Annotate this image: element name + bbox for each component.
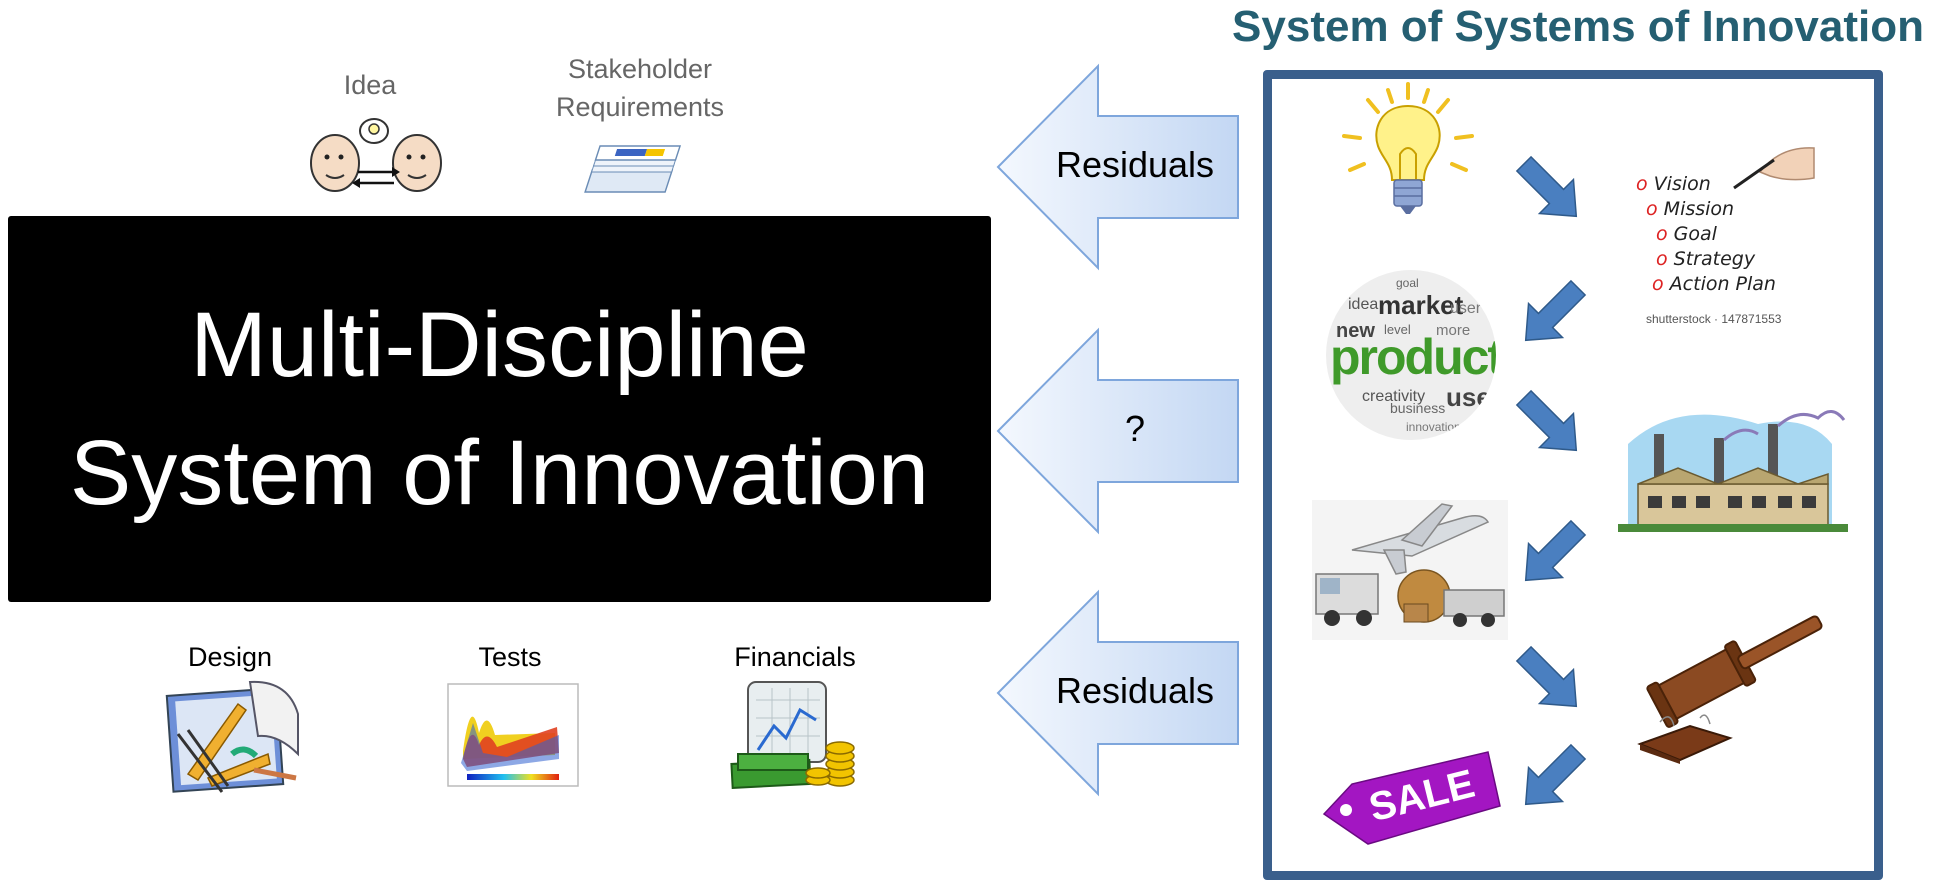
residuals-label-top: Residuals — [1055, 144, 1215, 185]
stock-credit: shutterstock · 147871553 — [1646, 312, 1782, 326]
cloud-word: use — [1446, 382, 1491, 412]
cloud-word: creativity — [1362, 388, 1426, 405]
sos-title: System of Systems of Innovation — [1232, 2, 1924, 51]
arrow-residuals-top — [996, 63, 1239, 271]
gavel-icon — [1637, 615, 1823, 764]
idea-faces-icon — [310, 118, 442, 192]
cloud-word: level — [1384, 322, 1411, 337]
question-label: ? — [1124, 408, 1146, 449]
flow-arrow — [1524, 519, 1587, 582]
stakeholder-label-line1: Stakeholder — [567, 54, 713, 84]
factory-icon — [1618, 410, 1848, 532]
tests-label: Tests — [478, 642, 542, 672]
design-label: Design — [187, 642, 273, 672]
arrow-residuals-bottom — [996, 589, 1239, 797]
vision-item: o Vision — [1636, 173, 1711, 195]
vision-item: o Goal — [1656, 223, 1717, 245]
flow-arrow — [1524, 743, 1587, 806]
cloud-word: new — [1336, 320, 1375, 342]
flow-arrow — [1515, 155, 1578, 218]
document-stack-icon — [584, 145, 682, 193]
financials-label: Financials — [734, 642, 856, 672]
main-title-box: Multi-Discipline System of Innovation — [8, 216, 991, 602]
vision-item: o Action Plan — [1652, 273, 1776, 295]
cloud-word: market — [1378, 290, 1464, 320]
residuals-label-bottom: Residuals — [1055, 670, 1215, 711]
stakeholder-requirements-label: Stakeholder Requirements — [530, 50, 750, 126]
cloud-word: business — [1390, 400, 1446, 416]
flow-arrows — [1515, 155, 1587, 806]
main-title-line1: Multi-Discipline — [190, 294, 809, 396]
flow-arrow — [1515, 389, 1578, 452]
cloud-word: goal — [1396, 276, 1419, 290]
vision-item: o Mission — [1646, 198, 1735, 220]
sale-tag-icon — [1322, 751, 1501, 845]
stakeholder-label-line2: Requirements — [555, 92, 725, 122]
tests-surface-plot-icon — [447, 683, 579, 787]
main-title-line2: System of Innovation — [69, 422, 930, 524]
logistics-icon — [1312, 500, 1508, 640]
product-word-cloud: goal idea market user new level more pro… — [1326, 270, 1496, 440]
flow-arrow — [1515, 645, 1578, 708]
cloud-word: idea — [1348, 296, 1379, 313]
hand-pen-icon — [1733, 147, 1815, 190]
vision-list: o Vision o Mission o Goal o Strategy o A… — [1636, 172, 1826, 297]
idea-label: Idea — [343, 70, 397, 100]
lightbulb-icon — [1342, 82, 1474, 214]
cloud-word: user — [1450, 300, 1482, 317]
financials-chart-money-icon — [730, 681, 855, 790]
arrow-question — [996, 327, 1239, 535]
flow-arrow — [1524, 279, 1587, 342]
cloud-word-main: product — [1330, 329, 1496, 385]
vision-item: o Strategy — [1656, 248, 1756, 270]
design-drafting-icon — [165, 680, 299, 793]
cloud-word: innovation — [1406, 420, 1461, 434]
cloud-word: more — [1436, 322, 1471, 339]
